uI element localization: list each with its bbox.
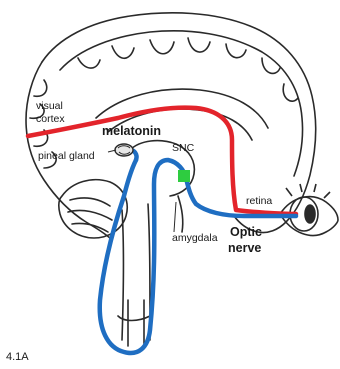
eye — [280, 184, 338, 235]
amygdala-pointer — [174, 202, 176, 232]
blue-pathway-descending — [100, 160, 186, 353]
label-visual-cortex-line1: visual — [36, 100, 63, 112]
hypothalamus-stalk — [178, 196, 183, 232]
outer-cortex-contour — [42, 13, 316, 222]
spinal-cord-inner — [128, 300, 144, 346]
label-melatonin: melatonin — [102, 124, 161, 138]
label-amygdala: amygdala — [172, 232, 218, 244]
label-visual-cortex-line2: cortex — [36, 113, 65, 125]
gyri-top — [78, 38, 298, 101]
pineal-gland — [115, 144, 133, 156]
figure-number: 4.1A — [6, 351, 29, 363]
label-snc: SNC — [172, 142, 195, 154]
label-optic-nerve-line1: Optic — [230, 225, 262, 239]
brainstem-left — [122, 210, 124, 340]
snc-marker — [178, 170, 190, 182]
cerebellum-folia — [68, 198, 112, 232]
brain-outline — [26, 13, 316, 346]
eye-pupil — [305, 205, 315, 223]
label-optic-nerve-line2: nerve — [228, 241, 261, 255]
inner-cortex-contour — [60, 31, 303, 176]
label-retina: retina — [246, 195, 272, 207]
label-pineal-gland: pineal gland — [38, 150, 95, 162]
